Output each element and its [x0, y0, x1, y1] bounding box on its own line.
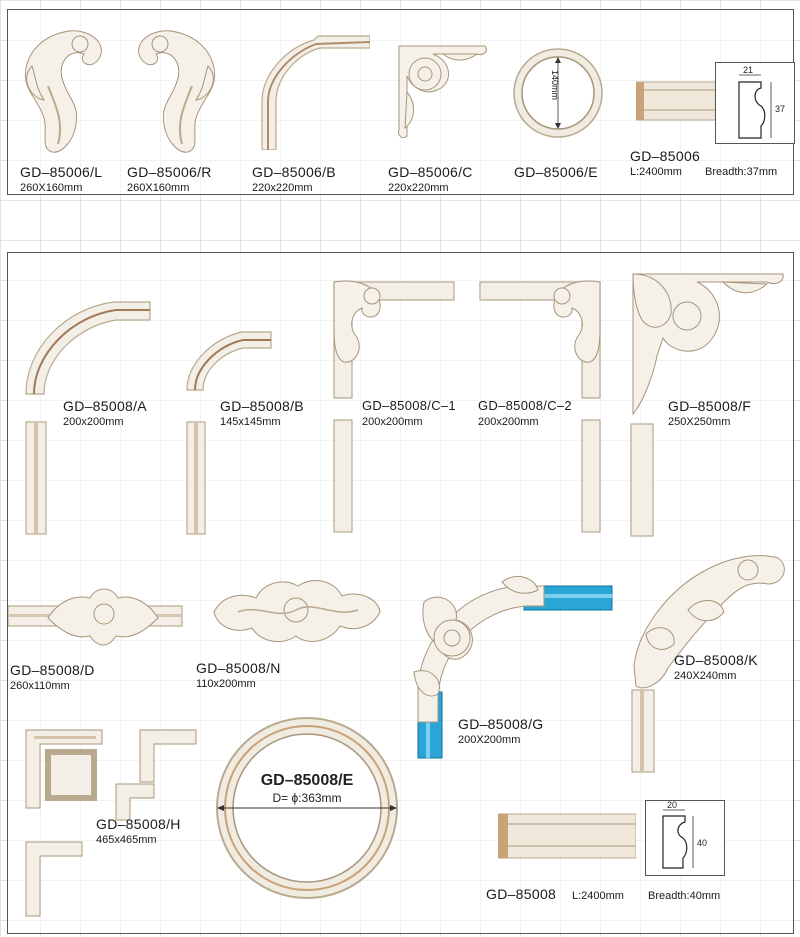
ornament-85006-l-image — [18, 26, 110, 158]
profile-85008-section-drawing: 20 40 — [645, 800, 725, 876]
svg-text:37: 37 — [775, 104, 785, 114]
product-size: 220x220mm — [388, 182, 449, 194]
product-size: 145x145mm — [220, 416, 281, 428]
product-breadth: Breadth:40mm — [648, 890, 721, 902]
product-code: GD–85008/H — [96, 816, 181, 832]
ornament-85006-c-image — [393, 40, 491, 144]
product-code: GD–85006 — [630, 148, 701, 164]
product-code: GD–85006/E — [514, 164, 598, 180]
product-size: 260X160mm — [20, 182, 83, 194]
product-size: 200x200mm — [362, 416, 423, 428]
ring-85008-label: GD–85008/E D= ϕ:363mm — [242, 772, 372, 805]
ornament-85006-r-image — [130, 26, 222, 158]
ornament-85008-k-image — [628, 550, 790, 776]
corner-85006-b-image — [258, 32, 370, 150]
product-code: GD–85006/B — [252, 164, 336, 180]
product-size: 250X250mm — [668, 416, 731, 428]
corner-85008-b-image — [183, 328, 275, 538]
product-code: GD–85008/K — [674, 652, 758, 668]
ring-85006-dimension: 140mm — [550, 70, 560, 101]
product-breadth: Breadth:37mm — [705, 166, 778, 178]
profile-85008-image — [498, 810, 636, 862]
svg-text:21: 21 — [743, 65, 753, 75]
ring-85008-e-image — [212, 713, 402, 903]
product-code: GD–85008/B — [220, 398, 304, 414]
product-size: 200x200mm — [63, 416, 124, 428]
ornament-85008-d-image — [8, 584, 184, 650]
product-size: 110x200mm — [196, 678, 256, 690]
product-code: GD–85008/G — [458, 716, 544, 732]
profile-85006-image — [636, 80, 718, 122]
product-size: 260X160mm — [127, 182, 190, 194]
product-size: 240X240mm — [674, 670, 737, 682]
svg-text:40: 40 — [697, 838, 707, 848]
product-size: 220x220mm — [252, 182, 313, 194]
product-length: L:2400mm — [630, 166, 682, 178]
ring-85006-e-image — [510, 45, 606, 141]
profile-85006-section-drawing: 21 37 — [715, 62, 795, 144]
product-length: L:2400mm — [572, 890, 624, 902]
product-code: GD–85008/F — [668, 398, 752, 414]
product-code: GD–85008/E — [260, 772, 354, 789]
svg-text:20: 20 — [667, 800, 677, 810]
product-size: 260x110mm — [10, 680, 70, 692]
product-code: GD–85008 — [486, 886, 557, 902]
ring-diameter: D= ϕ:363mm — [272, 791, 342, 805]
product-code: GD–85008/C–2 — [478, 398, 572, 413]
ornament-85008-f-image — [627, 266, 787, 540]
product-code: GD–85006/L — [20, 164, 103, 180]
corner-85008-c2-image — [478, 278, 604, 536]
ornament-85008-g-image — [404, 572, 614, 762]
product-size: 200x200mm — [478, 416, 539, 428]
product-code: GD–85008/N — [196, 660, 281, 676]
product-code: GD–85006/C — [388, 164, 473, 180]
product-size: 200X200mm — [458, 734, 521, 746]
product-code: GD–85008/A — [63, 398, 147, 414]
product-code: GD–85008/C–1 — [362, 398, 456, 413]
product-code: GD–85006/R — [127, 164, 212, 180]
corner-85008-c1-image — [330, 278, 456, 536]
corner-85008-a-image — [22, 298, 152, 538]
product-code: GD–85008/D — [10, 662, 95, 678]
ornament-85008-n-image — [208, 574, 384, 648]
product-size: 465x465mm — [96, 834, 157, 846]
frame-85008-h-image — [20, 724, 198, 920]
